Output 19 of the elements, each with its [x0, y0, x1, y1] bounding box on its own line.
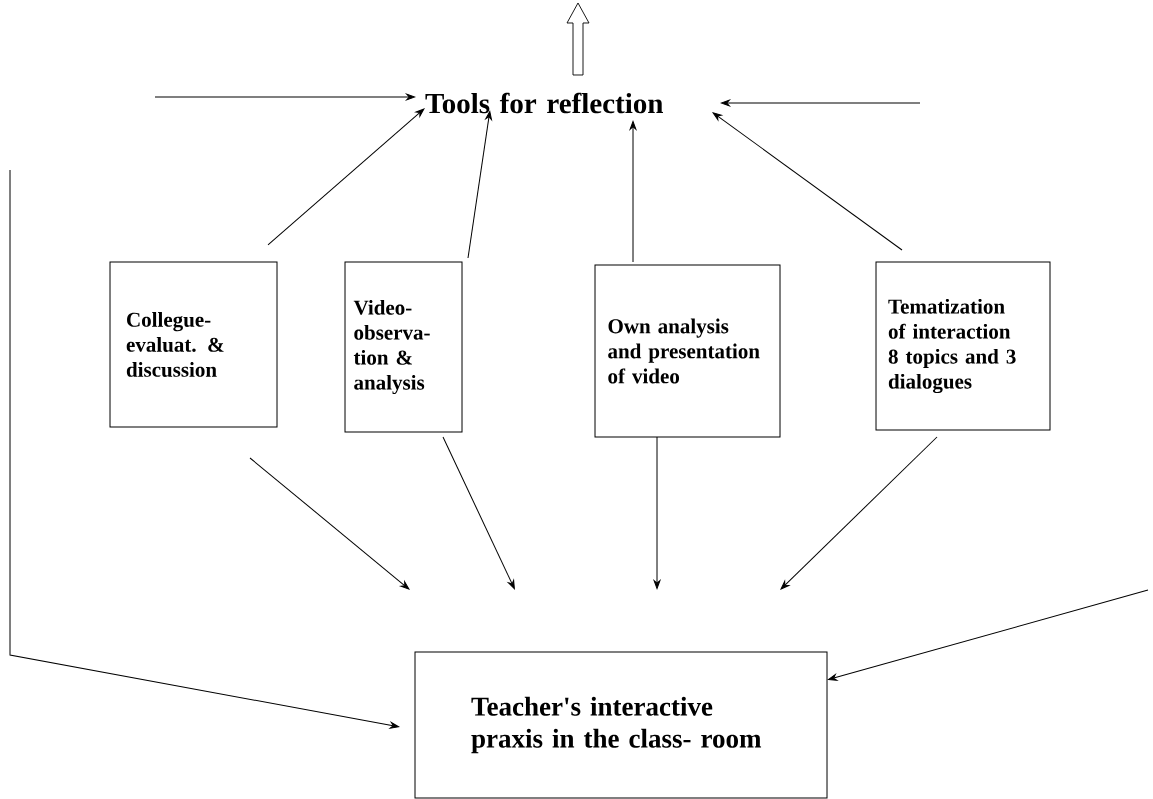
arrow [653, 436, 661, 590]
arrow [629, 120, 637, 263]
arrow [9, 169, 400, 729]
hollow-arrow [566, 2, 590, 76]
process-box: Tematization of interaction 8 topics and 3 dialogues [875, 261, 1051, 431]
arrow [442, 436, 515, 590]
arrow [267, 108, 425, 246]
process-box: Teacher's interactive praxis in the class- room [414, 651, 828, 799]
process-box: Own analysis and presentation of video [594, 264, 781, 438]
process-box: Collegue- evaluat. & discussion [109, 261, 278, 428]
arrow [467, 110, 492, 259]
arrow [780, 436, 938, 590]
arrow [249, 457, 410, 590]
title-text: Tools for reflection [425, 92, 663, 114]
arrow [827, 589, 1149, 681]
arrow [712, 112, 903, 251]
arrow [154, 93, 416, 101]
process-box: Video- observa- tion & analysis [344, 261, 463, 433]
arrow [720, 99, 921, 107]
